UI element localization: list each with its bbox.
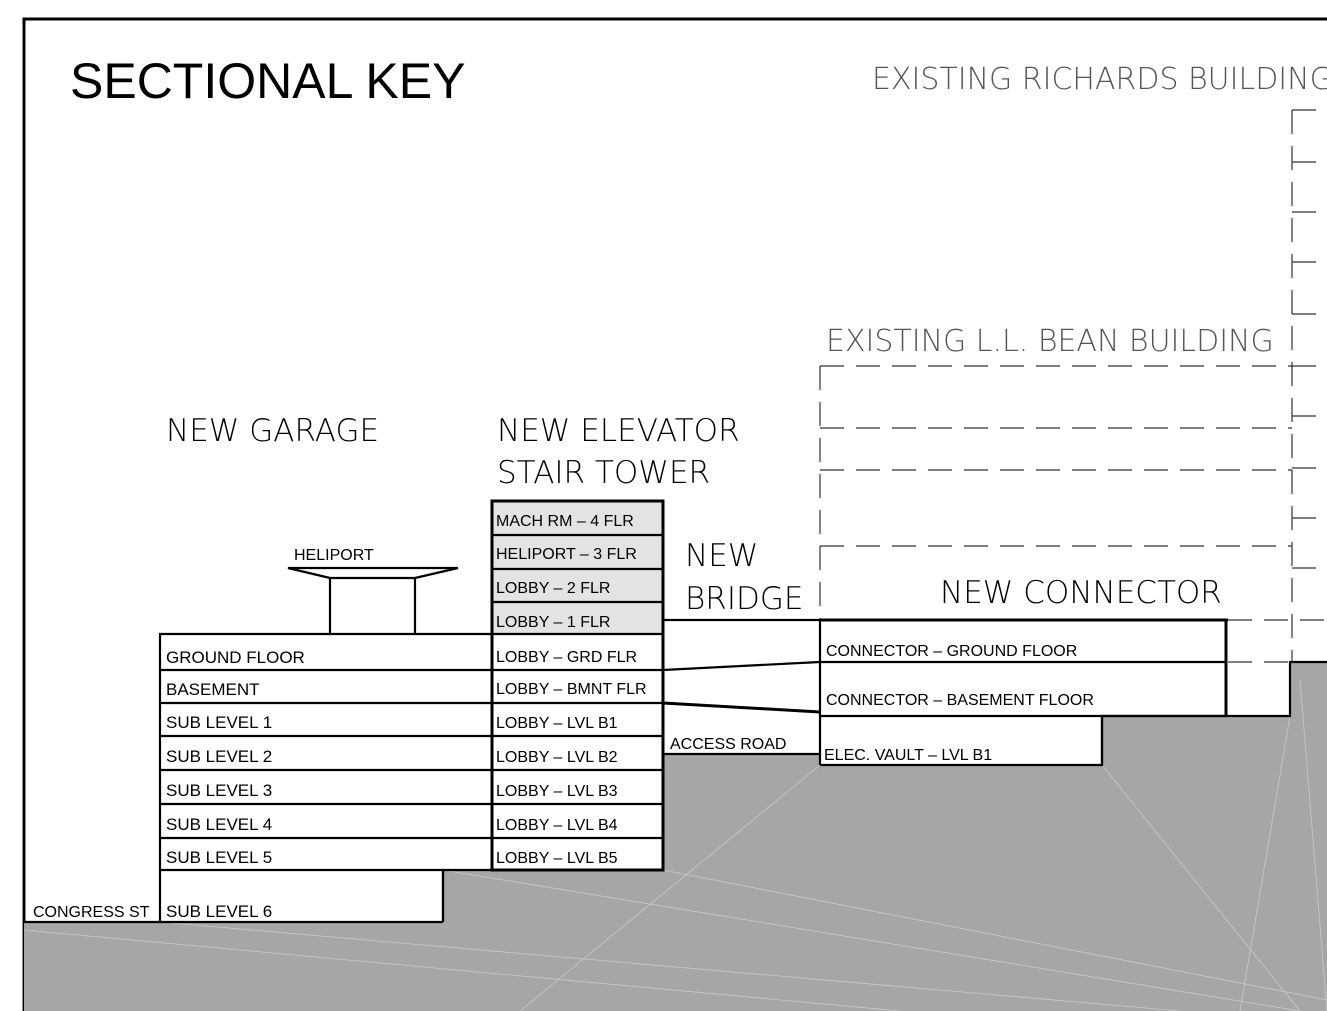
connector-level: CONNECTOR – GROUND FLOOR (826, 643, 1077, 660)
access-road-label: ACCESS ROAD (670, 736, 786, 753)
tower-level: LOBBY – GRD FLR (496, 649, 637, 666)
new-elevator-stair-tower (490, 499, 665, 872)
heliport-label: HELIPORT (294, 547, 374, 564)
garage-level: SUB LEVEL 4 (166, 815, 272, 834)
new-connector-label: NEW CONNECTOR (940, 575, 1222, 611)
tower-level: LOBBY – LVL B3 (496, 783, 618, 800)
existing-richards-building (1228, 109, 1327, 663)
tower-level: MACH RM – 4 FLR (496, 513, 634, 530)
ground-fill (24, 662, 1327, 1011)
existing-llbean-building (819, 365, 1292, 620)
tower-level: LOBBY – LVL B4 (496, 817, 618, 834)
elec-vault-label: ELEC. VAULT – LVL B1 (824, 747, 992, 764)
existing-richards-label: EXISTING RICHARDS BUILDING (872, 62, 1327, 97)
tower-level: LOBBY – LVL B1 (496, 715, 618, 732)
garage-level: GROUND FLOOR (166, 648, 305, 667)
new-bridge-label-line1: NEW (685, 538, 758, 574)
new-garage (158, 632, 492, 924)
garage-level: BASEMENT (166, 680, 260, 699)
connector-level: CONNECTOR – BASEMENT FLOOR (826, 692, 1094, 709)
new-bridge-label-line2: BRIDGE (685, 581, 803, 617)
garage-level: SUB LEVEL 5 (166, 848, 272, 867)
heliport-structure (287, 566, 459, 634)
garage-level: SUB LEVEL 3 (166, 781, 272, 800)
tower-level: LOBBY – 2 FLR (496, 580, 610, 597)
garage-level: SUB LEVEL 2 (166, 747, 272, 766)
tower-level: LOBBY – BMNT FLR (496, 681, 647, 698)
ground-hatch (23, 679, 1327, 1011)
tower-level: LOBBY – LVL B2 (496, 749, 618, 766)
tower-level: LOBBY – 1 FLR (496, 614, 610, 631)
tower-level: HELIPORT – 3 FLR (496, 546, 637, 563)
tower-level: LOBBY – LVL B5 (496, 850, 618, 867)
existing-llbean-label: EXISTING L.L. BEAN BUILDING (826, 324, 1274, 359)
new-elevator-label-line1: NEW ELEVATOR (497, 413, 740, 449)
new-elevator-label-line2: STAIR TOWER (497, 455, 710, 491)
new-connector (818, 618, 1228, 767)
congress-st-label: CONGRESS ST (33, 904, 150, 921)
drawing-border (22, 17, 1327, 1011)
page-title: SECTIONAL KEY (70, 53, 465, 109)
garage-level: SUB LEVEL 1 (166, 713, 272, 732)
garage-level: SUB LEVEL 6 (166, 902, 272, 921)
new-garage-label: NEW GARAGE (166, 413, 379, 449)
